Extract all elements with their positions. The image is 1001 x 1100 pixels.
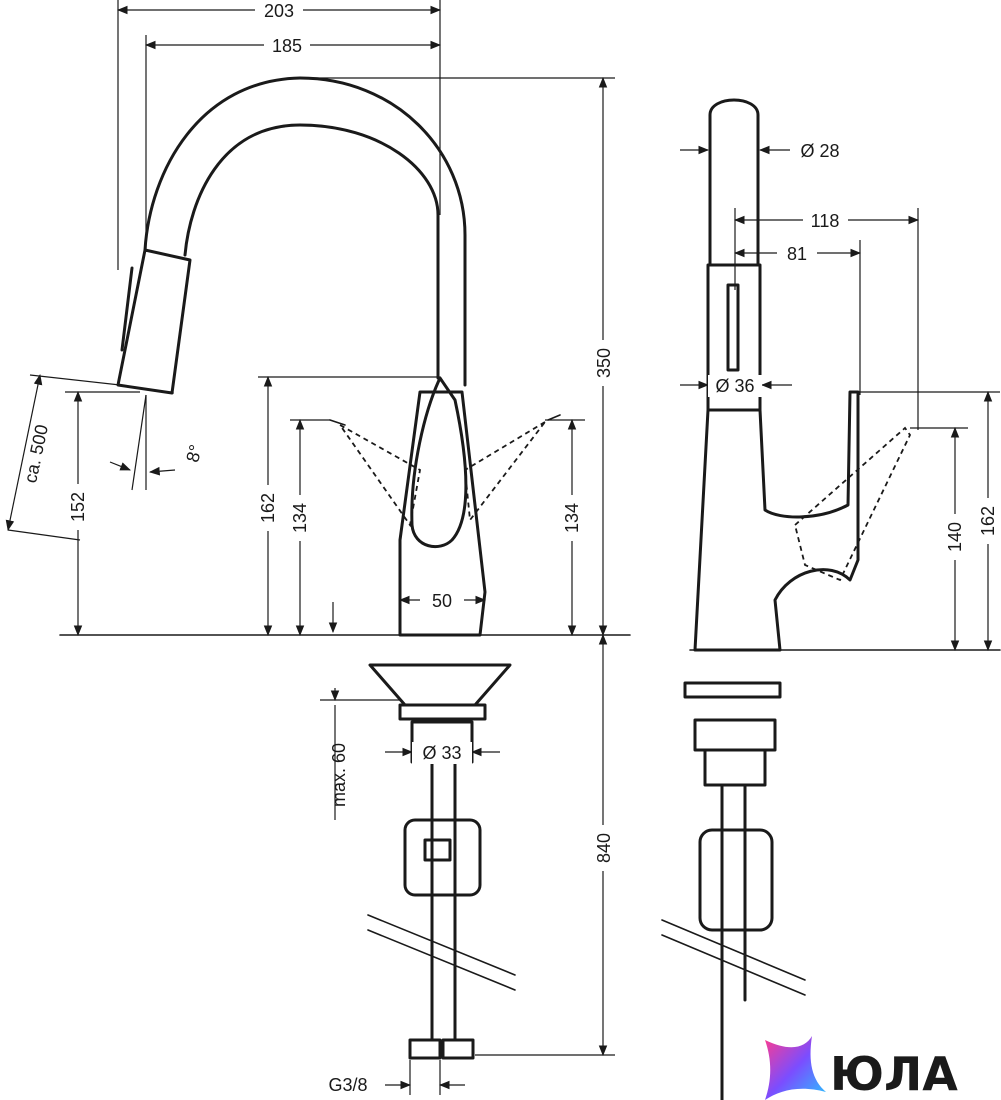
label-d36: Ø 36 — [715, 376, 754, 396]
check-valve-block — [403, 818, 482, 897]
brand-logo: ЮЛА — [765, 1036, 958, 1100]
spray-head-button — [120, 266, 134, 352]
label-140: 140 — [945, 522, 965, 552]
hose-connector-right — [441, 1038, 475, 1060]
lever-right-position — [464, 421, 546, 523]
dimension-lines — [5, 0, 1000, 1095]
front-view — [59, 76, 631, 1060]
label-162-left: 162 — [258, 493, 278, 523]
label-134-left: 134 — [290, 503, 310, 533]
label-50: 50 — [432, 591, 452, 611]
hose-connector-left — [408, 1038, 442, 1060]
label-d33: Ø 33 — [422, 743, 461, 763]
label-g38: G3/8 — [328, 1075, 367, 1095]
side-body — [693, 390, 860, 652]
label-d28: Ø 28 — [800, 141, 839, 161]
spray-head — [116, 248, 192, 395]
label-840: 840 — [594, 833, 614, 863]
side-spout-top — [708, 98, 760, 267]
label-350: 350 — [594, 348, 614, 378]
side-valve-block — [698, 828, 774, 932]
logo-text: ЮЛА — [830, 1047, 958, 1100]
label-max-60: max. 60 — [329, 743, 349, 807]
spout-inner-line — [183, 123, 440, 380]
label-152: 152 — [68, 492, 88, 522]
label-118: 118 — [811, 211, 840, 231]
side-view — [661, 98, 1001, 1100]
lever-left-position — [339, 424, 422, 528]
label-134-right: 134 — [562, 503, 582, 533]
logo-star-icon — [765, 1036, 826, 1100]
label-ca-500: ca. 500 — [20, 423, 52, 485]
deck-plate — [368, 663, 512, 707]
side-lever-position — [793, 426, 912, 582]
label-185: 185 — [272, 36, 302, 56]
label-203: 203 — [264, 1, 294, 21]
dimension-labels: 203 185 350 840 162 134 134 152 ca. 500 … — [20, 1, 999, 1095]
label-162-right: 162 — [978, 506, 998, 536]
label-81: 81 — [787, 244, 807, 264]
label-8-degree: 8° — [182, 443, 206, 465]
